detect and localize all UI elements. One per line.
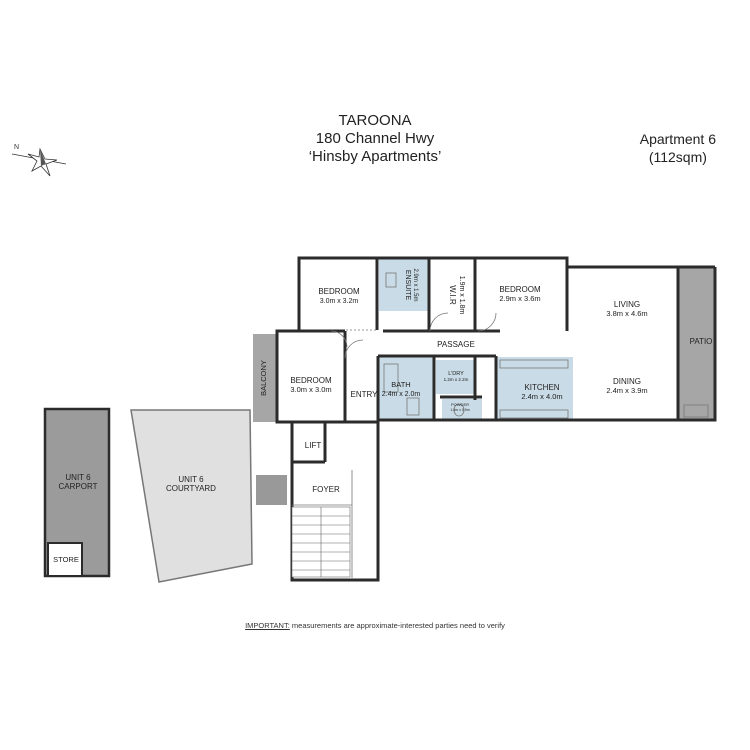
powder-name: POWDER	[451, 402, 469, 407]
patio-area	[678, 267, 715, 420]
courtyard-area	[130, 409, 253, 583]
plan-header: TAROONA 180 Channel Hwy ‘Hinsby Apartmen…	[0, 112, 750, 166]
powder-area	[442, 399, 482, 419]
kitchen-name: KITCHEN	[524, 383, 559, 392]
carport-line1: UNIT 6	[65, 473, 91, 482]
entry-name: ENTRY	[351, 390, 379, 399]
fixtures	[292, 272, 709, 578]
balcony-area	[253, 334, 277, 422]
bath-area	[379, 357, 433, 419]
carport-line2: CARPORT	[59, 482, 98, 491]
compass-n-label: N	[14, 144, 19, 151]
wir-name: W.I.R	[448, 285, 457, 305]
apartment-info: Apartment 6 (112sqm)	[640, 130, 716, 166]
bath-name: BATH	[391, 380, 410, 389]
ensuite-name: ENSUITE	[404, 270, 411, 301]
kitchen-size: 2.4m x 4.0m	[521, 392, 562, 401]
bedroom1-size: 3.0m x 3.2m	[320, 298, 359, 305]
wir-size: 1.9m x 1.8m	[458, 276, 465, 315]
dining-name: DINING	[613, 377, 641, 386]
disclaimer-text: measurements are approximate-interested …	[289, 621, 505, 630]
building-name: ‘Hinsby Apartments’	[308, 148, 442, 165]
apartment-name: Apartment 6	[639, 131, 716, 147]
apartment-walls	[275, 256, 717, 582]
ensuite-area	[379, 259, 429, 311]
store-area	[47, 542, 83, 577]
north-arrow-icon: N	[11, 144, 67, 177]
suburb-title: TAROONA	[338, 112, 412, 129]
kitchen-area	[496, 357, 573, 419]
disclaimer-important: IMPORTANT:	[245, 621, 290, 630]
bedroom3-name: BEDROOM	[290, 376, 332, 385]
bath-size: 2.4m x 2.0m	[382, 391, 421, 398]
lift-name: LIFT	[305, 441, 322, 450]
bedroom1-name: BEDROOM	[318, 287, 360, 296]
address-line: 180 Channel Hwy	[315, 130, 435, 147]
foyer-name: FOYER	[312, 485, 340, 494]
balcony-name: BALCONY	[259, 360, 268, 396]
ldry-area	[436, 360, 474, 394]
staircase	[291, 506, 351, 578]
powder-size: 1.0m x 0.9m	[450, 408, 469, 412]
ldry-size: 1.2m x 2.2m	[444, 377, 469, 382]
ensuite-size: 2.9m x 1.5m	[412, 268, 418, 301]
store-name: STORE	[53, 555, 79, 564]
disclaimer-note: IMPORTANT: measurements are approximate-…	[0, 621, 750, 630]
living-name: LIVING	[614, 300, 640, 309]
dining-size: 2.4m x 3.9m	[606, 386, 647, 395]
courtyard-line2: COURTYARD	[166, 484, 216, 493]
ldry-name: L'DRY	[448, 371, 464, 377]
foyer-entry-wedge	[256, 475, 287, 505]
bedroom2-name: BEDROOM	[499, 285, 541, 294]
passage-name: PASSAGE	[437, 340, 475, 349]
bedroom3-size: 3.0m x 3.0m	[290, 385, 331, 394]
living-size: 3.8m x 4.6m	[606, 309, 647, 318]
apartment-area: (112sqm)	[648, 149, 707, 165]
courtyard-line1: UNIT 6	[178, 475, 204, 484]
bedroom2-size: 2.9m x 3.6m	[499, 294, 540, 303]
patio-name: PATIO	[690, 337, 713, 346]
